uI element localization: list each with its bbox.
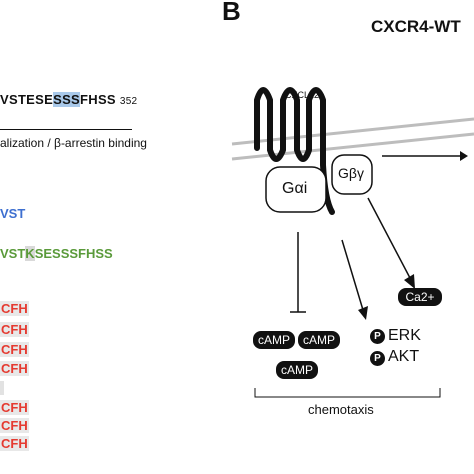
- calcium-pill: Ca2+: [398, 288, 442, 306]
- variant-green-pre: VST: [0, 246, 26, 261]
- g-alpha-i-shape: [265, 166, 327, 213]
- panel-title: CXCR4-WT: [371, 17, 461, 36]
- g-beta-gamma-label: Gβγ: [338, 165, 364, 181]
- erk-label: ERK: [388, 327, 421, 344]
- internalization-caption: alization / β-arrestin binding: [0, 136, 147, 150]
- camp-pill-1: cAMP: [253, 331, 295, 349]
- chemotaxis-bracket: [254, 388, 441, 398]
- camp-pill-3: cAMP: [276, 361, 318, 379]
- variant-red-7: CFH: [0, 436, 29, 451]
- akt-label: AKT: [388, 348, 420, 365]
- chemotaxis-label: chemotaxis: [308, 402, 374, 417]
- sequence-highlight: SSS: [53, 92, 81, 107]
- variant-red-6: CFH: [0, 418, 29, 433]
- sequence-position: 352: [119, 96, 138, 107]
- caption-left: alization /: [0, 136, 55, 150]
- sequence-pre: VSTESE: [0, 92, 54, 107]
- sequence-post: FHSS: [80, 92, 116, 107]
- phospho-akt-icon: P: [370, 351, 385, 366]
- variant-green: VSTKSESSSFHSS: [0, 246, 113, 261]
- arrow-erk: [341, 239, 364, 311]
- variant-red-1: CFH: [0, 301, 29, 316]
- panel-letter: B: [222, 0, 241, 26]
- variant-green-highlight: K: [25, 246, 35, 261]
- phospho-erk-icon: P: [370, 329, 385, 344]
- receptor: [254, 87, 335, 215]
- g-beta-gamma-shape: [331, 154, 373, 195]
- variant-red-5: CFH: [0, 400, 29, 415]
- grey-block: [0, 381, 4, 395]
- variant-green-post: SESSSFHSS: [34, 246, 113, 261]
- caption-right: -arrestin binding: [60, 136, 147, 150]
- variant-red-3: CFH: [0, 342, 29, 357]
- ligand-label: CXCL12: [285, 90, 320, 100]
- variant-red-4: CFH: [0, 361, 29, 376]
- arrow-calcium: [367, 197, 411, 279]
- caption-beta: β: [54, 136, 61, 150]
- g-alpha-i-label: Gαi: [282, 180, 308, 197]
- camp-pill-2: cAMP: [298, 331, 340, 349]
- sequence-main: VSTESESSSFHSS 352: [0, 92, 137, 107]
- caption-rule: [0, 129, 132, 130]
- variant-red-2: CFH: [0, 322, 29, 337]
- variant-blue: VST: [0, 206, 26, 221]
